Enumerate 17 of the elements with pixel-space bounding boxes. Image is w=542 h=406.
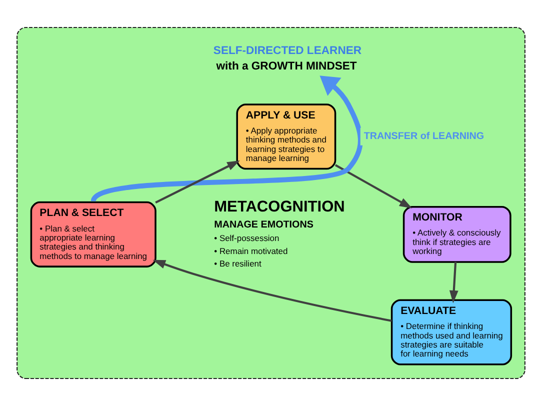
arrow — [449, 262, 458, 304]
node-box: APPLY & USE • Apply appropriate thinking methods and learning strategies to manage learning — [236, 104, 336, 170]
arrow — [334, 164, 412, 208]
label: • Remain motivated — [214, 246, 288, 256]
arrow — [152, 260, 392, 322]
node-box: PLAN & SELECT • Plan & select appropriate learning strategies and thinking methods to manage learning — [30, 201, 156, 268]
node-box: MONITOR • Actively & consciously think if strategies are working — [402, 206, 512, 263]
node-text: SELF-DIRECTED LEARNER with a GROWTH MINDSET — [213, 45, 362, 73]
edge-label: TRANSFER of LEARNING — [364, 130, 484, 142]
cluster — [16, 26, 526, 380]
label: • Be resilient — [214, 258, 262, 269]
label: METACOGNITION — [214, 198, 345, 216]
label: MANAGE EMOTIONS — [214, 220, 314, 231]
label: • Self-possession — [214, 233, 280, 244]
arrow — [155, 160, 240, 204]
node-box: EVALUATE • Determine if thinking methods used and learning strategies are suitable for learning needs — [390, 299, 512, 366]
arrow — [91, 76, 363, 203]
